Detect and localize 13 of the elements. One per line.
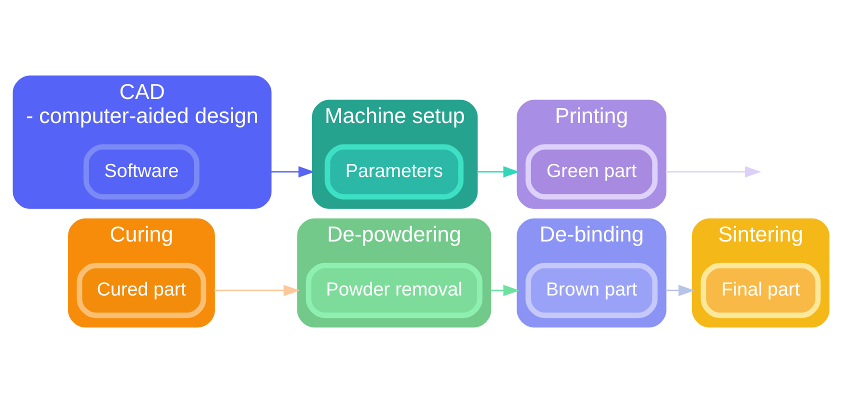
- node-box: Final part: [700, 262, 821, 318]
- arrow: [666, 284, 695, 296]
- node-box: Powder removal: [306, 262, 482, 318]
- node-box: Cured part: [76, 262, 206, 318]
- node-box: Software: [84, 144, 200, 200]
- node-box: Brown part: [526, 262, 658, 318]
- node-box: Green part: [526, 144, 658, 200]
- arrow: [214, 284, 300, 296]
- arrow: [490, 284, 520, 296]
- arrow: [666, 166, 762, 178]
- node-box: Parameters: [324, 144, 464, 200]
- arrow: [477, 166, 520, 178]
- arrow: [270, 166, 315, 178]
